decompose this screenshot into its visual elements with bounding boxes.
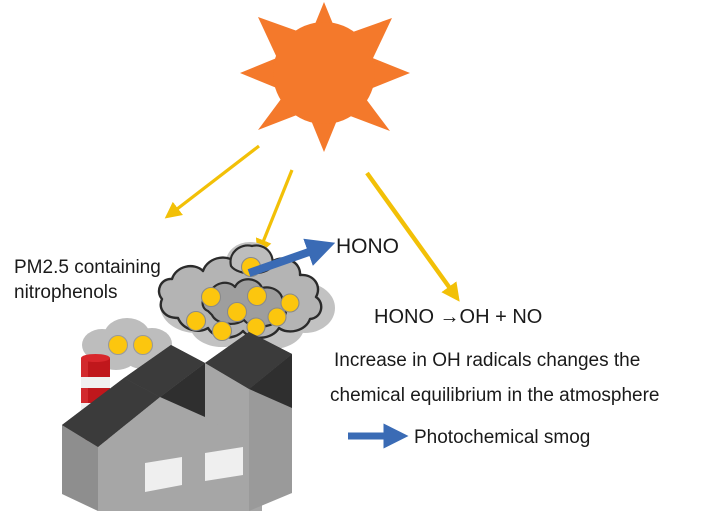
pollution-cloud-icon xyxy=(157,242,335,349)
nitrophenol-particle xyxy=(267,307,287,327)
factory-window xyxy=(205,447,243,481)
pm25-label: PM2.5 containing nitrophenols xyxy=(14,257,161,303)
photochemical-smog-label: Photochemical smog xyxy=(414,427,591,448)
factory-icon xyxy=(62,332,292,511)
increase-oh-line2-label: chemical equilibrium in the atmosphere xyxy=(330,385,660,406)
hono-label: HONO xyxy=(336,235,399,258)
factory-left-wall xyxy=(62,425,98,511)
sun-icon xyxy=(240,2,410,152)
nitrophenol-particle xyxy=(226,301,248,323)
sunlight-arrow-icon xyxy=(164,144,260,219)
nitrophenol-particle xyxy=(280,293,300,313)
smoke-puff-icon xyxy=(82,318,172,370)
sunlight-arrow-icon xyxy=(255,169,294,256)
increase-oh-line1-label: Increase in OH radicals changes the xyxy=(334,350,641,371)
reaction-equation-label: HONO →OH + NO xyxy=(374,306,543,328)
factory-window xyxy=(145,457,182,492)
sunlight-arrow-icon xyxy=(365,171,460,302)
nitrophenol-particle xyxy=(185,310,207,332)
hono-emission-arrow-icon xyxy=(247,238,336,277)
nitrophenol-particle xyxy=(132,334,154,356)
nitrophenol-particle xyxy=(107,334,129,356)
nitrophenol-particle xyxy=(246,285,268,307)
nitrophenol-particle xyxy=(200,286,222,308)
nitrophenol-particle xyxy=(211,320,233,342)
